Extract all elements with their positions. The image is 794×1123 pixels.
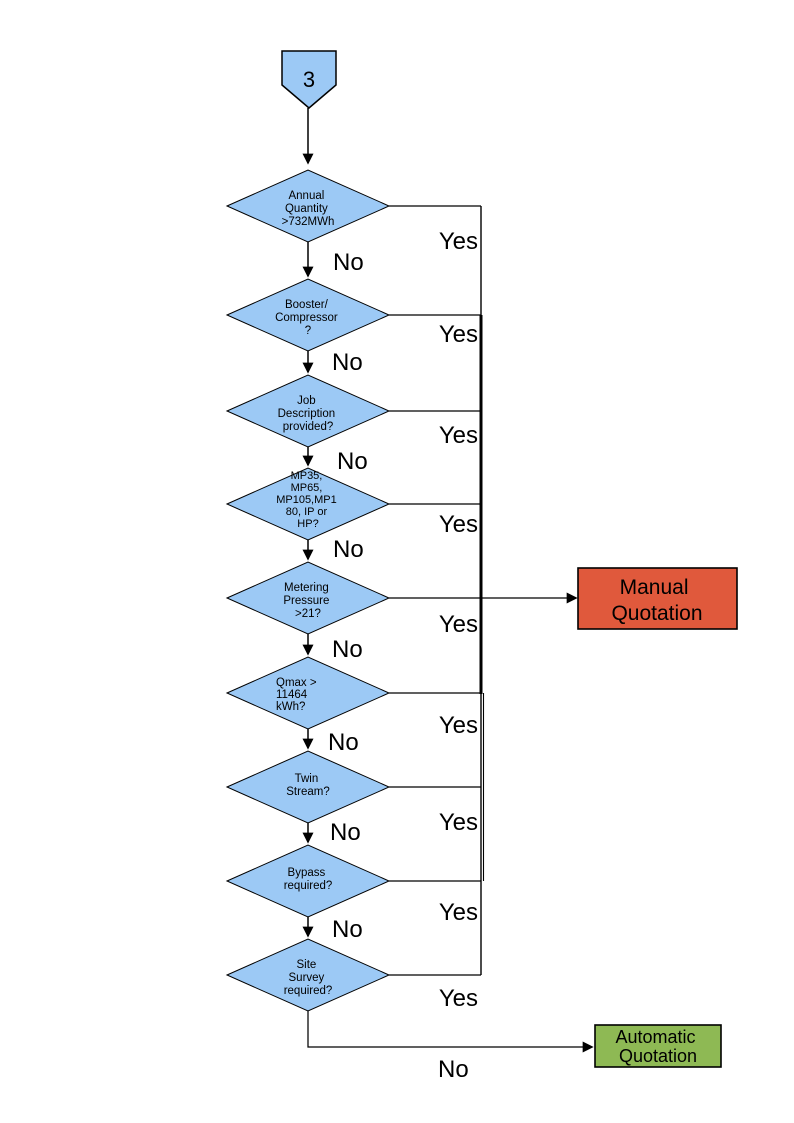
decision-twin-stream: [225, 750, 391, 824]
yes-label: Yes: [439, 321, 478, 348]
no-label: No: [328, 729, 359, 756]
yes-label: Yes: [439, 228, 478, 255]
automatic-quotation-box: [594, 1024, 722, 1068]
decision-booster-compressor-label: Booster/ Compressor ?: [275, 299, 341, 337]
decision-metering-pressure-label: Metering Pressure >21?: [283, 582, 332, 620]
decision-meter-type-label: MP35, MP65, MP105,MP1 80, IP or HP?: [276, 470, 340, 530]
no-label: No: [330, 819, 361, 846]
offpage-connector-shape: [281, 50, 337, 109]
no-label: No: [337, 448, 368, 475]
decision-bypass-label: Bypass required?: [284, 867, 333, 892]
no-label: No: [438, 1056, 469, 1083]
yes-label: Yes: [439, 712, 478, 739]
decision-booster-compressor: [225, 278, 391, 352]
decision-metering-pressure: [225, 561, 391, 635]
no-label: No: [332, 636, 363, 663]
decision-site-survey: [225, 938, 391, 1012]
decision-qmax-label: Qmax > 11464 kWh?: [276, 677, 320, 713]
decision-site-survey-label: Site Survey required?: [284, 959, 333, 997]
no-label: No: [332, 916, 363, 943]
yes-label: Yes: [439, 809, 478, 836]
yes-label: Yes: [439, 511, 478, 538]
yes-label: Yes: [439, 422, 478, 449]
decision-job-description: [225, 374, 391, 448]
automatic-quotation-arrow: [307, 1011, 594, 1053]
decision-twin-stream-label: Twin Stream?: [286, 773, 329, 798]
decision-annual-quantity-label: Annual Quantity >732MWh: [282, 190, 335, 228]
automatic-quotation-label: Automatic Quotation: [615, 1027, 700, 1066]
decision-job-description-label: Job Description provided?: [278, 395, 339, 433]
decision-qmax: [225, 656, 391, 730]
offpage-connector-label: 3: [303, 67, 315, 92]
manual-quotation-label: Manual Quotation: [611, 576, 702, 625]
decision-meter-type: [225, 467, 391, 541]
decision-annual-quantity: [225, 169, 391, 243]
yes-label: Yes: [439, 899, 478, 926]
manual-quotation-box: [577, 567, 738, 630]
decision-bypass: [225, 844, 391, 918]
yes-label: Yes: [439, 985, 478, 1012]
no-label: No: [333, 536, 364, 563]
no-label: No: [333, 249, 364, 276]
yes-label: Yes: [439, 611, 478, 638]
no-label: No: [332, 349, 363, 376]
